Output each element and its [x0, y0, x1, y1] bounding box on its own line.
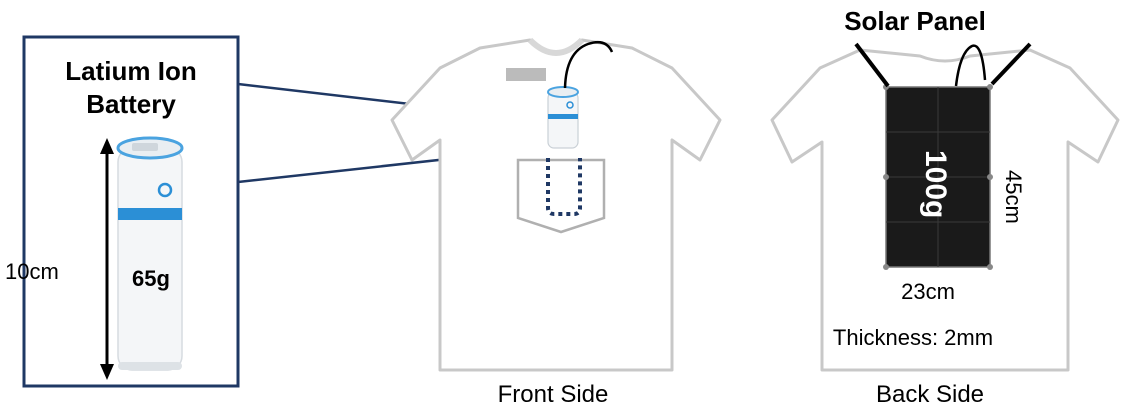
battery-weight-label: 65g — [132, 266, 170, 291]
panel-thickness-label: Thickness: 2mm — [833, 325, 993, 350]
solar-panel-title: Solar Panel — [844, 6, 986, 36]
battery-image — [118, 138, 182, 370]
shirt-pocket — [518, 160, 604, 232]
battery-title-line2: Battery — [86, 89, 176, 119]
panel-width-label: 23cm — [901, 279, 955, 304]
back-side-caption: Back Side — [876, 381, 984, 408]
shirt-tag — [506, 68, 546, 81]
battery-title-line1: Latium Ion — [65, 56, 196, 86]
pocket-battery-image — [548, 87, 578, 148]
battery-length-label: 10cm — [5, 259, 59, 284]
panel-height-label: 45cm — [1001, 170, 1026, 224]
front-side-caption: Front Side — [498, 381, 609, 408]
front-shirt — [392, 40, 720, 370]
panel-weight-label: 100g — [919, 150, 952, 218]
